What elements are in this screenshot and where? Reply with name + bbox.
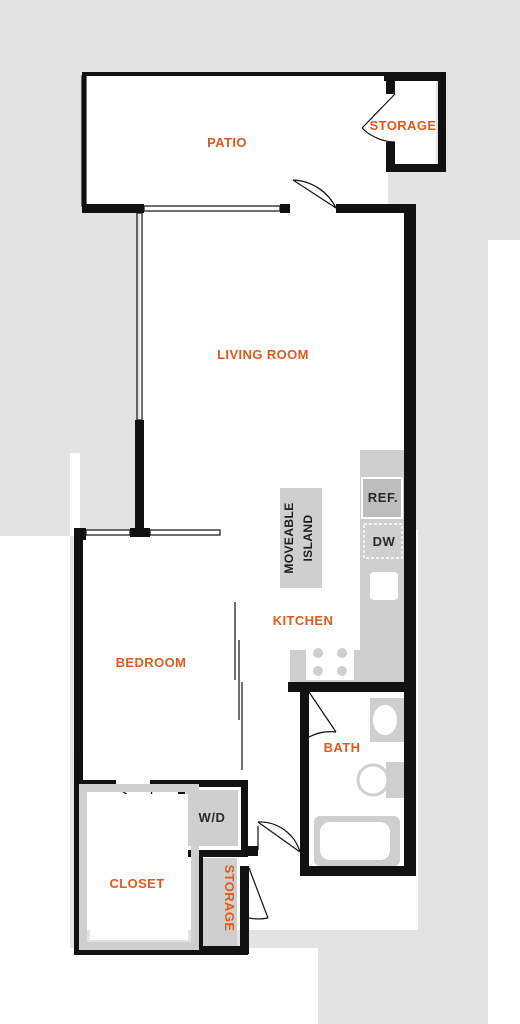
closet-floor xyxy=(90,794,188,940)
storage-shelf xyxy=(203,858,237,946)
walls xyxy=(74,72,446,955)
toilet-bowl xyxy=(356,763,390,797)
dishwasher-outline xyxy=(363,523,403,559)
hall-storage-label: STORAGE xyxy=(222,865,237,932)
dishwasher-label: DW xyxy=(373,534,396,549)
island-label-line1: MOVEABLE xyxy=(282,502,296,573)
moveable-island xyxy=(280,488,322,588)
refrigerator xyxy=(361,477,403,519)
bath-label: BATH xyxy=(324,740,361,755)
bathtub-basin xyxy=(320,822,390,860)
washer-dryer-label: W/D xyxy=(198,810,225,825)
living-room-label: LIVING ROOM xyxy=(217,347,309,362)
toilet-tank xyxy=(386,762,404,798)
patio-storage-label: STORAGE xyxy=(370,118,437,133)
bath-sink xyxy=(373,705,397,735)
closet-label: CLOSET xyxy=(109,876,164,891)
site-background-left xyxy=(0,290,70,536)
patio-label: PATIO xyxy=(207,135,247,150)
kitchen-sink xyxy=(370,572,398,600)
refrigerator-label: REF. xyxy=(368,490,399,505)
kitchen-label: KITCHEN xyxy=(273,613,334,628)
island-label-line2: ISLAND xyxy=(301,514,315,561)
bath-fixtures xyxy=(314,698,404,866)
kitchen-fixtures xyxy=(280,450,404,682)
storage-fixtures xyxy=(79,784,238,950)
windows xyxy=(75,75,281,751)
closet-shelf xyxy=(79,784,199,950)
cooktop xyxy=(306,642,354,680)
burner-icon xyxy=(313,648,347,676)
bedroom-label: BEDROOM xyxy=(116,655,187,670)
